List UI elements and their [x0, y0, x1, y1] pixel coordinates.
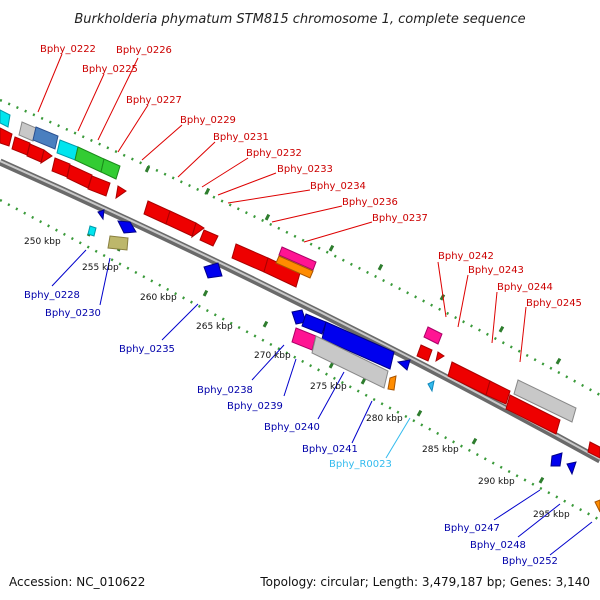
- tick-label: 275 kbp: [310, 382, 347, 392]
- gene-label: Bphy_0222: [40, 44, 96, 55]
- map-title: Burkholderia phymatum STM815 chromosome …: [74, 12, 525, 27]
- bottom-connectors: [51, 249, 593, 556]
- gene-label: Bphy_0227: [126, 95, 182, 106]
- gene-label: Bphy_0244: [497, 282, 553, 293]
- gene-label: Bphy_0236: [342, 197, 398, 208]
- gene-label: Bphy_0247: [444, 523, 500, 534]
- tick-label: 270 kbp: [254, 351, 291, 361]
- bottom-strand-features: [87, 209, 600, 513]
- gene-label: Bphy_0228: [24, 290, 80, 301]
- reverse-strand-guide: [0, 198, 600, 522]
- gene-label: Bphy_0238: [197, 385, 253, 396]
- tick-label: 260 kbp: [140, 293, 177, 303]
- bottom-gene-labels: Bphy_0228 Bphy_0230 Bphy_0235 Bphy_0238 …: [24, 290, 558, 567]
- gene-label: Bphy_0242: [438, 251, 494, 262]
- rna-connector: [385, 417, 411, 459]
- top-strand-features: [0, 109, 600, 459]
- summary-text: Topology: circular; Length: 3,479,187 bp…: [259, 575, 590, 589]
- gene-label: Bphy_0226: [116, 45, 172, 56]
- gene-feature-cyan: [0, 109, 11, 128]
- gene-label: Bphy_0231: [213, 132, 269, 143]
- gene-label: Bphy_0234: [310, 181, 366, 192]
- rna-label: Bphy_R0023: [329, 459, 392, 470]
- gene-label: Bphy_0241: [302, 444, 358, 455]
- tick-label: 285 kbp: [422, 445, 459, 455]
- gene-label: Bphy_0225: [82, 64, 138, 75]
- tick-label: 265 kbp: [196, 322, 233, 332]
- tick-label: 255 kbp: [82, 263, 119, 273]
- gene-label: Bphy_0243: [468, 265, 524, 276]
- gene-label: Bphy_0235: [119, 344, 175, 355]
- gene-label: Bphy_0233: [277, 164, 333, 175]
- position-ticks: 250 kbp 255 kbp 260 kbp 265 kbp 270 kbp …: [24, 237, 570, 520]
- top-connectors: [37, 53, 527, 363]
- gene-label: Bphy_0248: [470, 540, 526, 551]
- gene-label: Bphy_0232: [246, 148, 302, 159]
- gene-label: Bphy_0229: [180, 115, 236, 126]
- tick-label: 295 kbp: [533, 510, 570, 520]
- gene-label: Bphy_0237: [372, 213, 428, 224]
- top-gene-labels: Bphy_0222 Bphy_0225 Bphy_0226 Bphy_0227 …: [40, 44, 582, 309]
- gene-label: Bphy_0240: [264, 422, 320, 433]
- gene-label: Bphy_0245: [526, 298, 582, 309]
- gene-label: Bphy_0252: [502, 556, 558, 567]
- tick-label: 250 kbp: [24, 237, 61, 247]
- accession-text: Accession: NC_010622: [9, 575, 145, 589]
- forward-ticks: [144, 165, 562, 365]
- gene-label: Bphy_0230: [45, 308, 101, 319]
- tick-label: 290 kbp: [478, 477, 515, 487]
- forward-strand-guide: [0, 98, 600, 397]
- tick-label: 280 kbp: [366, 414, 403, 424]
- gene-label: Bphy_0239: [227, 401, 283, 412]
